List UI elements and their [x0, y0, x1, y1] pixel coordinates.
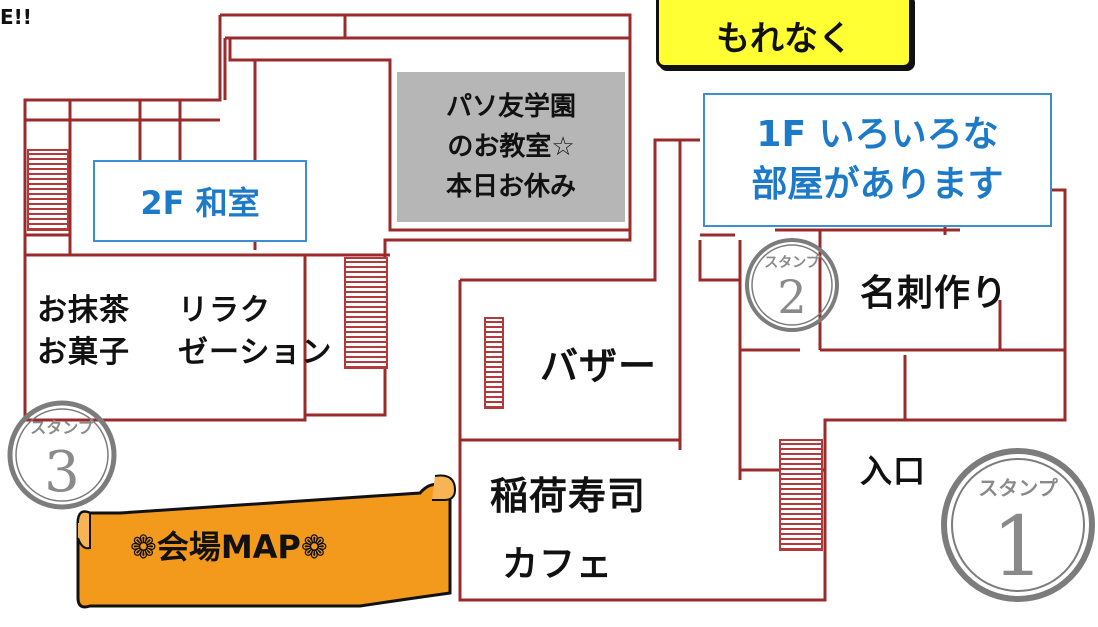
top-banner-label: もれなく — [716, 18, 852, 59]
floor2-walls — [23, 13, 632, 422]
stamp-1-kana: スタンプ — [978, 476, 1058, 500]
staircase-2f-left — [27, 149, 69, 231]
staircase-2f-center — [344, 257, 388, 369]
entrance-label: 入口 — [860, 452, 927, 490]
floor2-label-text: 2F 和室 — [140, 184, 260, 222]
stamp-1-number: 1 — [992, 500, 1044, 595]
stamp-3-number: 3 — [44, 440, 80, 505]
room-relaxation-line-2: ゼーション — [178, 335, 333, 370]
room-relaxation-line-1: リラク — [178, 293, 271, 328]
corner-text: E!! — [0, 5, 32, 29]
room-matcha-line-1: お抹茶 — [37, 293, 130, 328]
stamp-2-icon: スタンプ 2 — [745, 238, 839, 332]
floor1-label-line-2: 部屋があります — [751, 164, 1004, 205]
top-banner: もれなく — [656, 0, 912, 68]
scroll-banner-label: ❁会場MAP❁ — [130, 528, 328, 566]
pasotomo-line-3: 本日お休み — [445, 172, 576, 202]
floor2-label: 2F 和室 — [93, 160, 307, 242]
scroll-banner-icon — [76, 474, 457, 609]
pasotomo-line-2: のお教室☆ — [447, 132, 575, 162]
room-bazaar: バザー — [540, 344, 658, 388]
room-matcha-line-2: お菓子 — [37, 335, 130, 370]
pasotomo-line-1: パソ友学園 — [445, 92, 576, 122]
stamp-2-kana: スタンプ — [764, 255, 821, 271]
floor1-label-line-1: 1F いろいろな — [756, 114, 999, 155]
room-matcha: お抹茶 お菓子 — [37, 290, 130, 374]
stamp-3-icon: スタンプ 3 — [7, 400, 117, 510]
pasotomo-notice: パソ友学園 のお教室☆ 本日お休み — [397, 72, 625, 222]
stamp-1-icon: スタンプ 1 — [941, 448, 1095, 602]
staircase-1f-bazaar — [484, 317, 504, 409]
room-relaxation: リラク ゼーション — [178, 290, 332, 374]
staircase-1f-entrance — [779, 439, 823, 551]
floor1-label: 1F いろいろな 部屋があります — [703, 93, 1052, 227]
stamp-2-number: 2 — [777, 270, 806, 324]
room-inari: 稲荷寿司 — [490, 474, 647, 518]
room-cafe: カフェ — [502, 544, 614, 585]
stamp-3-kana: スタンプ — [30, 418, 95, 437]
room-meishi: 名刺作り — [860, 273, 1009, 314]
